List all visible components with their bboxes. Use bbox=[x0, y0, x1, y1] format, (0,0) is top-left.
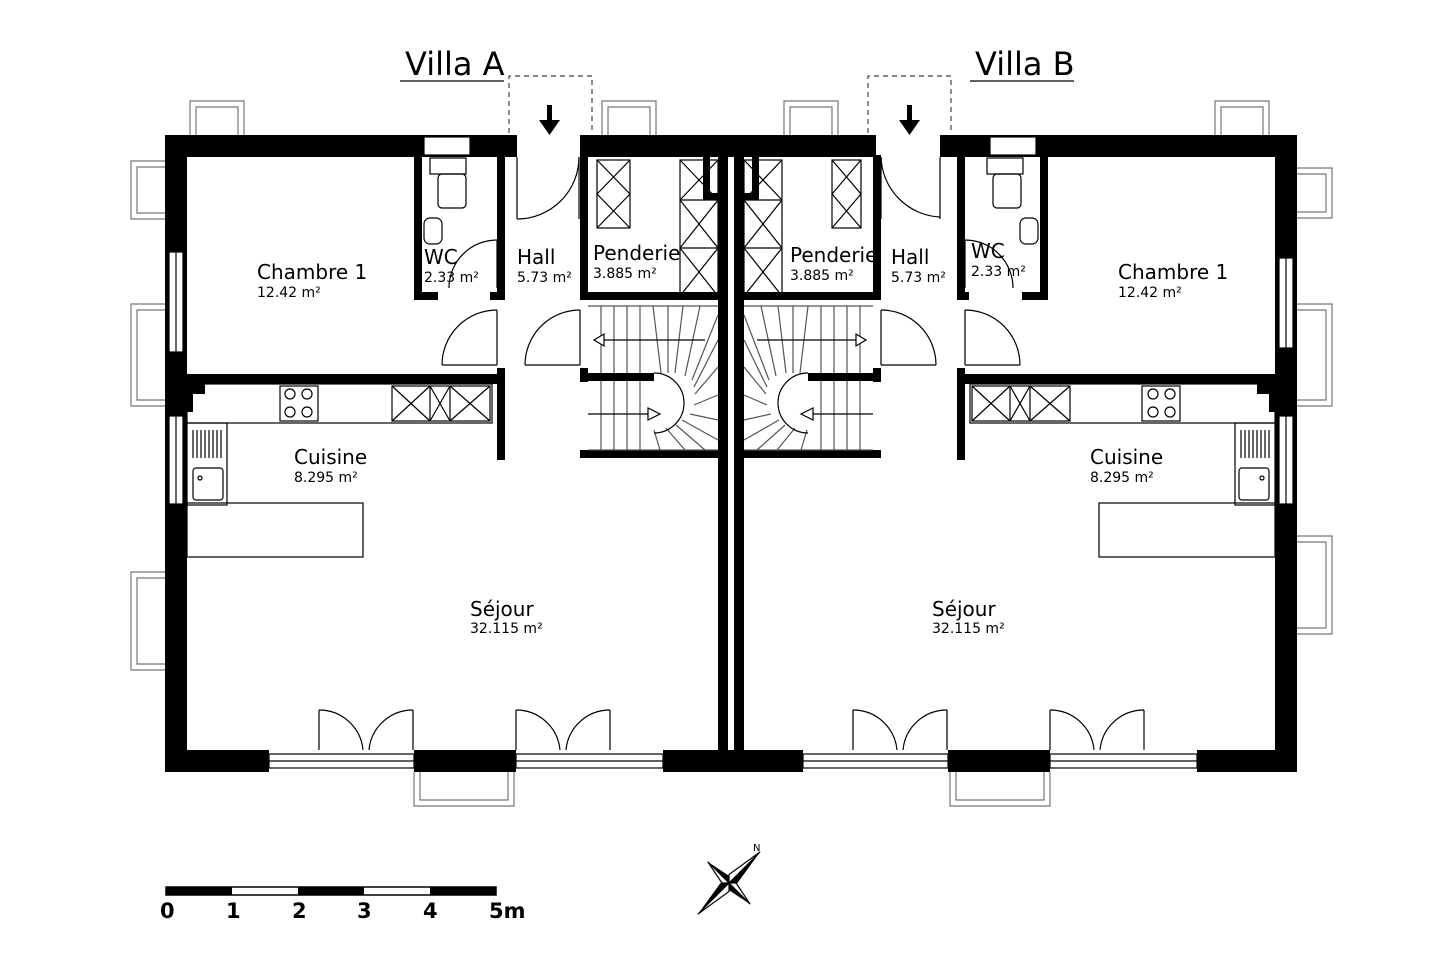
wc-a-name: WC bbox=[424, 245, 458, 269]
room-labels-a: Chambre 1 12.42 m² WC 2.33 m² Hall 5.73 … bbox=[257, 241, 680, 637]
windows bbox=[168, 136, 1294, 769]
interior-walls-b bbox=[742, 155, 1275, 460]
porch-a bbox=[508, 75, 593, 133]
sejour-a-name: Séjour bbox=[470, 597, 534, 621]
hall-b-name: Hall bbox=[891, 245, 929, 269]
scale-label-0: 0 bbox=[160, 899, 175, 923]
staircase-b bbox=[743, 305, 873, 451]
scale-label-1: 1 bbox=[226, 899, 241, 923]
entrance-arrow-a bbox=[539, 105, 560, 135]
party-wall bbox=[703, 155, 759, 755]
compass-north-label: N bbox=[753, 843, 760, 854]
penderie-a-name: Penderie bbox=[593, 241, 680, 265]
penderie-b-name: Penderie bbox=[790, 243, 877, 267]
interior-walls-a bbox=[187, 155, 720, 460]
sejour-a-area: 32.115 m² bbox=[470, 621, 543, 637]
scale-label-4: 4 bbox=[423, 899, 438, 923]
cuisine-b-area: 8.295 m² bbox=[1090, 470, 1154, 486]
scale-label-3: 3 bbox=[357, 899, 372, 923]
chambre-a-area: 12.42 m² bbox=[257, 285, 321, 301]
wc-fixtures-a bbox=[423, 157, 467, 245]
hall-a-name: Hall bbox=[517, 245, 555, 269]
entrance-arrow-b bbox=[899, 105, 920, 135]
wc-a-area: 2.33 m² bbox=[424, 270, 479, 286]
penderie-a-area: 3.885 m² bbox=[593, 266, 657, 282]
wc-b-name: WC bbox=[971, 239, 1005, 263]
cuisine-a-name: Cuisine bbox=[294, 445, 367, 469]
doors-a bbox=[318, 156, 611, 751]
wc-fixtures-b bbox=[986, 157, 1039, 245]
scale-bar: 0 1 2 3 4 5m bbox=[160, 886, 526, 923]
staircase-a bbox=[588, 305, 719, 451]
exterior-sills bbox=[130, 100, 1333, 807]
porch-b bbox=[867, 75, 952, 133]
compass-icon: N bbox=[697, 843, 761, 915]
kitchen-a bbox=[186, 383, 493, 558]
sejour-b-name: Séjour bbox=[932, 597, 996, 621]
penderie-wardrobes bbox=[596, 159, 862, 297]
kitchen-b bbox=[969, 383, 1276, 558]
doors-b bbox=[852, 156, 1145, 751]
chambre-a-name: Chambre 1 bbox=[257, 260, 367, 284]
scale-label-2: 2 bbox=[292, 899, 307, 923]
villa-b-title: Villa B bbox=[975, 45, 1075, 83]
villa-b-title-group: Villa B bbox=[970, 45, 1075, 83]
penderie-b-area: 3.885 m² bbox=[790, 268, 854, 284]
wc-b-area: 2.33 m² bbox=[971, 264, 1026, 280]
chambre-b-name: Chambre 1 bbox=[1118, 260, 1228, 284]
room-labels-b: Chambre 1 12.42 m² WC 2.33 m² Hall 5.73 … bbox=[790, 239, 1228, 637]
villa-a-title: Villa A bbox=[405, 45, 505, 83]
cuisine-b-name: Cuisine bbox=[1090, 445, 1163, 469]
scale-label-5: 5m bbox=[489, 899, 526, 923]
hall-a-area: 5.73 m² bbox=[517, 270, 572, 286]
villa-a-title-group: Villa A bbox=[400, 45, 505, 83]
hall-b-area: 5.73 m² bbox=[891, 270, 946, 286]
cuisine-a-area: 8.295 m² bbox=[294, 470, 358, 486]
sejour-b-area: 32.115 m² bbox=[932, 621, 1005, 637]
chambre-b-area: 12.42 m² bbox=[1118, 285, 1182, 301]
